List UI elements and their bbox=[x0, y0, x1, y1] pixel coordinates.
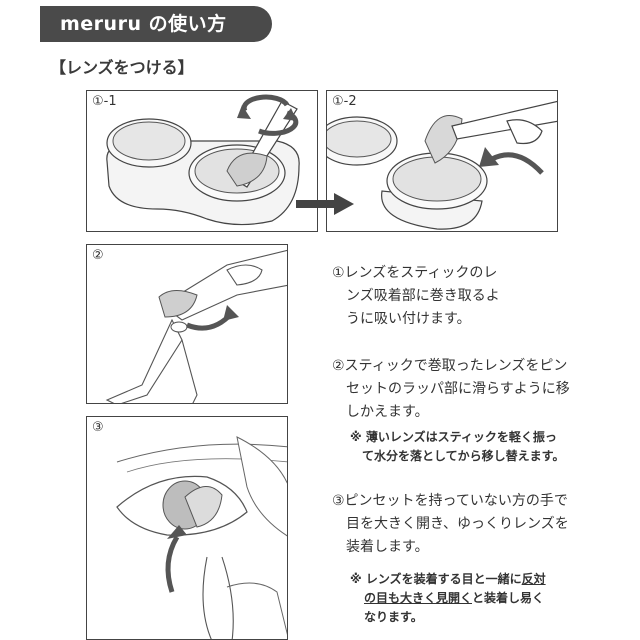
lens-transfer-illustration bbox=[327, 100, 557, 230]
arrow-right-icon bbox=[296, 193, 354, 215]
note2-end: なります。 bbox=[364, 610, 423, 624]
illustration-step-1-1: ①-1 bbox=[86, 90, 318, 232]
step-2-text: ②スティックで巻取ったレンズをピン セットのラッパ部に滑らすように移 しかえます… bbox=[332, 358, 570, 420]
eye-insertion-illustration bbox=[116, 436, 287, 639]
note2-underline-1: 反対 bbox=[521, 572, 546, 586]
note2-underline-2: の目も大きく見開く bbox=[364, 591, 473, 605]
panel-label-1-2: ①-2 bbox=[332, 94, 357, 109]
illustration-step-2: ② bbox=[86, 244, 288, 404]
step-3-text: ③ピンセットを持っていない方の手で 目を大きく開き、ゆっくりレンズを 装着します… bbox=[332, 493, 569, 555]
lens-case-stick-illustration bbox=[106, 94, 300, 226]
note2-mid: と装着し易く bbox=[472, 591, 545, 605]
step-1-text: ①レンズをスティックのレ ンズ吸着部に巻き取るよ うに吸い付けます。 bbox=[332, 265, 500, 327]
illustration-step-1-2: ①-2 bbox=[326, 90, 558, 232]
stick-to-tweezers-illustration bbox=[105, 249, 287, 403]
note2-prefix: ※ レンズを装着する目と一緒に bbox=[350, 572, 522, 586]
illustration-step-3: ③ bbox=[86, 416, 288, 640]
page-title: meruru の使い方 bbox=[40, 6, 272, 42]
panel-label-1-1: ①-1 bbox=[92, 94, 117, 109]
note-thin-lens: ※ 薄いレンズはスティックを軽く振っ て水分を落としてから移し替えます。 bbox=[350, 430, 565, 463]
panel-label-2: ② bbox=[92, 248, 104, 263]
note-open-both-eyes: ※ レンズを装着する目と一緒に反対の目も大きく見開くと装着し易くなります。 bbox=[350, 570, 546, 627]
panel-label-3: ③ bbox=[92, 420, 104, 435]
section-heading: 【レンズをつける】 bbox=[50, 58, 194, 77]
